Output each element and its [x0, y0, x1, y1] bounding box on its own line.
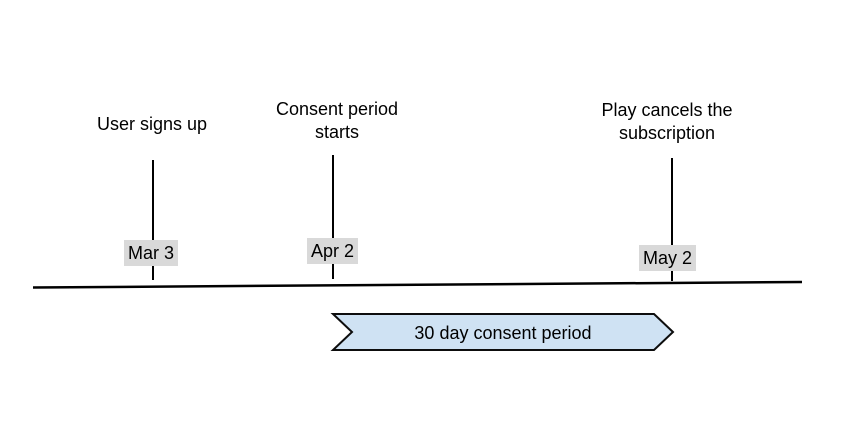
date-chip-apr2: Apr 2: [307, 238, 359, 264]
timeline-axis-line: [32, 280, 803, 289]
event-label-line: starts: [314, 122, 359, 142]
event-label-line: subscription: [618, 123, 716, 143]
event-label-user-signs-up: User signs up: [62, 113, 242, 136]
event-label-line: Consent period: [275, 99, 399, 119]
date-chip-mar3: Mar 3: [124, 240, 179, 266]
event-label-line: Play cancels the: [601, 100, 733, 120]
event-label-line: User signs up: [96, 114, 208, 134]
date-chip-may2: May 2: [639, 245, 697, 271]
event-label-play-cancels-subscription: Play cancels the subscription: [577, 99, 757, 145]
consent-period-ribbon-label: 30 day consent period: [414, 323, 592, 343]
event-label-consent-period-starts: Consent period starts: [257, 98, 417, 144]
consent-period-ribbon-shape: [330, 313, 675, 351]
